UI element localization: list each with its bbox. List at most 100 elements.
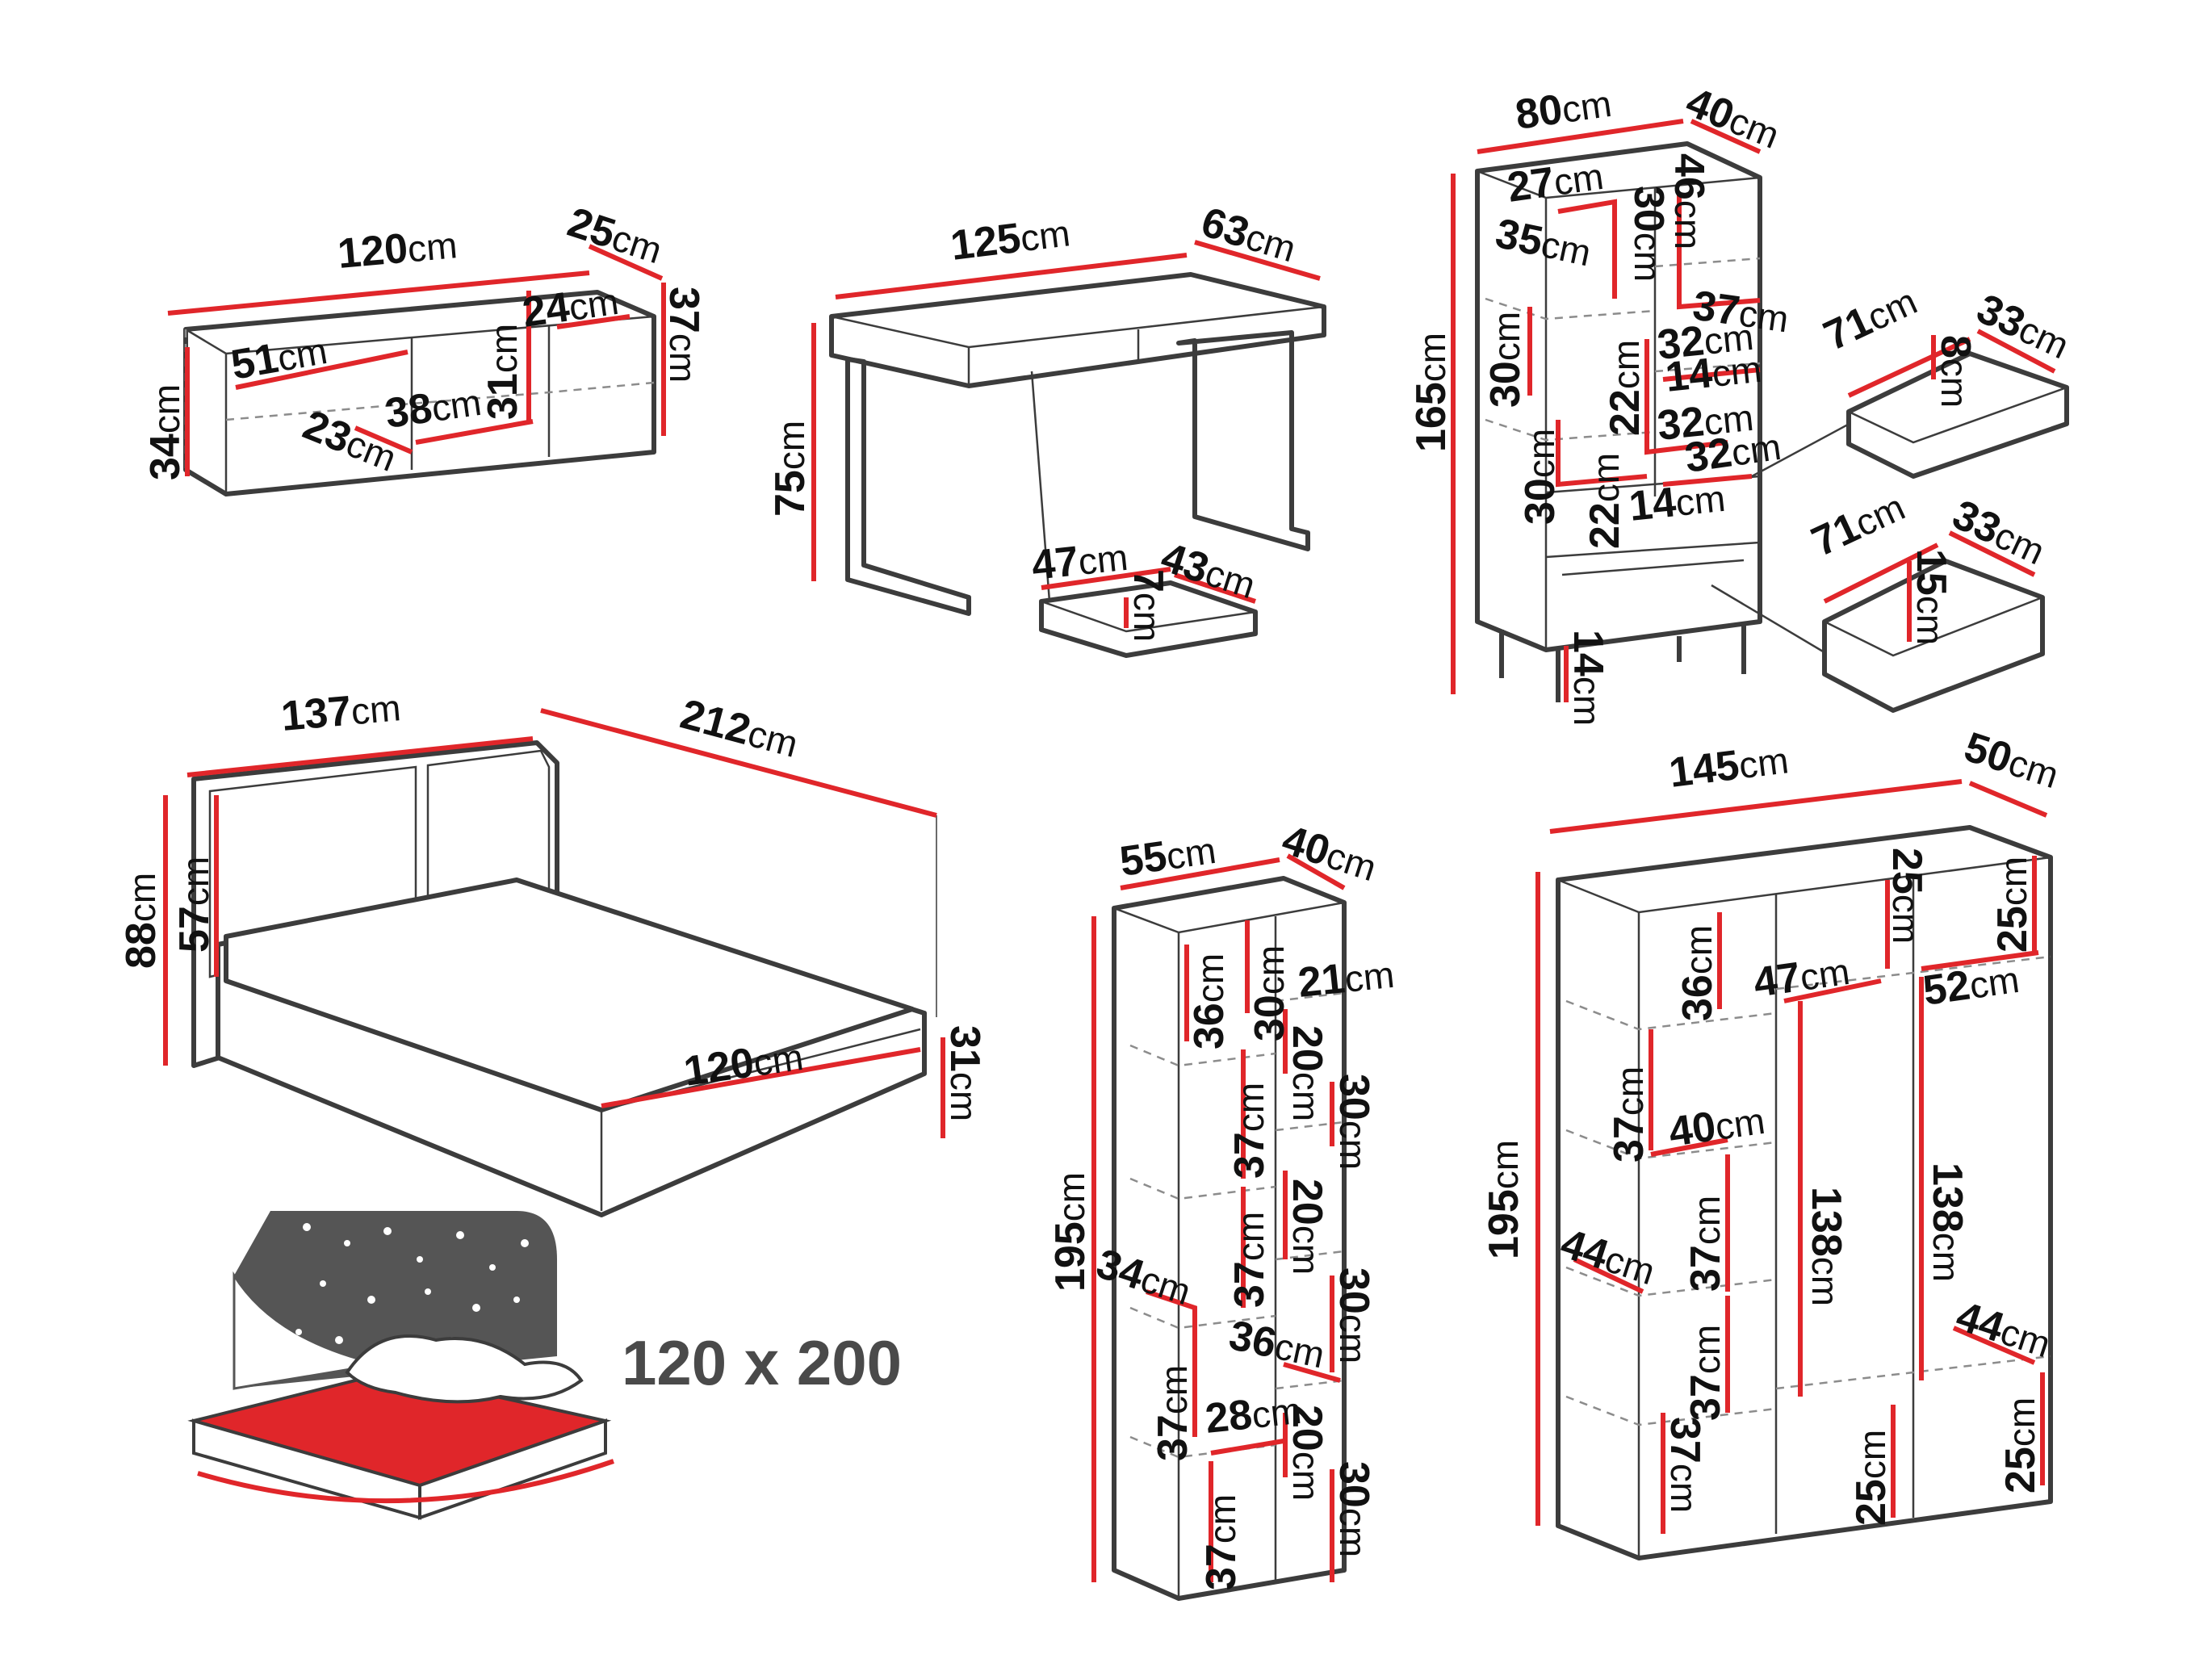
dimension-unit: cm <box>1663 1464 1705 1513</box>
dimension-label-shelf-labels-12: 37cm <box>1150 1365 1196 1461</box>
bed-size-icon: 120 x 200 <box>187 1211 902 1520</box>
dimension-label-bookcase-leg_height: 14cm <box>1565 630 1611 726</box>
dimension-value: 145 <box>1666 742 1741 797</box>
dimension-label-wardrobe-labels-6: 40cm <box>1666 1096 1768 1156</box>
dimension-value: 36 <box>1186 1003 1233 1049</box>
dimension-label-bookcase-labels-11: 32cm <box>1682 422 1784 482</box>
dimension-value: 36 <box>1674 974 1721 1021</box>
dimension-unit: cm <box>1332 1508 1374 1557</box>
dimension-unit: cm <box>1551 155 1606 203</box>
dimension-value: 30 <box>1517 478 1564 525</box>
dimension-label-cabinet-depth: 25cm <box>562 199 668 273</box>
dimension-value: 30 <box>1330 1074 1377 1121</box>
dimension-unit: cm <box>1230 1212 1271 1261</box>
dimension-label-bookcase-labels-8: 14cm <box>1663 345 1764 401</box>
bookcase-compartment-1 <box>1557 199 1617 299</box>
dimension-value: 37 <box>660 287 707 333</box>
dimension-label-bookcase-labels-7: 22cm <box>1602 340 1649 436</box>
dimension-unit: cm <box>1520 429 1562 478</box>
dimension-label-wardrobe-labels-12: 37cm <box>1682 1325 1729 1421</box>
dimension-unit: cm <box>350 686 403 732</box>
dimension-label-desk-width: 125cm <box>948 208 1072 270</box>
dimension-value: 36 <box>1225 1312 1281 1368</box>
dimension-label-shelf-labels-7: 37cm <box>1226 1212 1273 1308</box>
dimension-label-bed-headboard_height: 88cm <box>118 873 165 969</box>
bookcase-drawer-large <box>1822 559 2045 713</box>
dimension-label-bed-mattress_width: 120cm <box>681 1033 806 1095</box>
bed-width-line <box>186 736 534 777</box>
wardrobe-drawing <box>1535 779 2053 1560</box>
bookcase-pointer-1 <box>1751 418 1858 478</box>
cabinet-width-line <box>167 270 590 316</box>
dimension-label-bookcase-labels-12: 22cm <box>1581 453 1628 549</box>
dimension-label-wardrobe-labels-8: 138cm <box>1924 1162 1971 1282</box>
dimension-value: 21 <box>1296 955 1347 1007</box>
dimension-label-bookcase-labels-5: 30cm <box>1482 312 1529 408</box>
dimension-label-cabinet-height_left: 34cm <box>142 384 189 480</box>
dimension-unit: cm <box>1538 223 1595 274</box>
cabinet-drawing <box>167 244 666 496</box>
wardrobe-compartment-12 <box>1952 1326 2036 1365</box>
wardrobe-compartment-4 <box>1783 978 1882 1003</box>
dimension-unit: cm <box>1797 950 1852 999</box>
bed-mattress-top <box>224 878 915 1112</box>
bookcase-compartment-6 <box>1662 367 1761 382</box>
dimension-label-shelf-labels-4: 37cm <box>1226 1083 1273 1179</box>
dimension-unit: cm <box>1230 1083 1271 1132</box>
dimension-label-wardrobe-height: 195cm <box>1481 1140 1527 1259</box>
dimension-unit: cm <box>1018 212 1072 259</box>
dimension-label-shelf-labels-5: 30cm <box>1330 1074 1377 1170</box>
dimension-value: 20 <box>1284 1405 1330 1451</box>
dimension-value: 125 <box>948 215 1023 270</box>
dimension-label-bookcase-labels-1: 35cm <box>1492 210 1596 276</box>
shelf-compartment-11 <box>1210 1439 1284 1456</box>
dimension-unit: cm <box>1250 1389 1303 1436</box>
dimension-value: 31 <box>941 1025 988 1072</box>
desk-drawer-pointer <box>1030 371 1051 602</box>
dimension-unit: cm <box>1050 1172 1092 1221</box>
wardrobe-compartment-7 <box>1650 1137 1728 1157</box>
dimension-label-wardrobe-labels-1: 25cm <box>1883 848 1930 944</box>
dimension-unit: cm <box>274 329 330 379</box>
dimension-label-wardrobe-labels-0: 36cm <box>1674 925 1721 1021</box>
dimension-unit: cm <box>1967 958 2021 1007</box>
bookcase-depth-line <box>1690 119 1762 154</box>
dimension-value: 165 <box>1408 382 1455 452</box>
dimension-unit: cm <box>1712 1100 1767 1148</box>
dimension-value: 37 <box>1606 1116 1653 1162</box>
dimension-unit: cm <box>1627 232 1669 282</box>
dimension-unit: cm <box>1909 596 1951 645</box>
dimension-label-cabinet-inner_height: 31cm <box>480 324 526 420</box>
dimension-unit: cm <box>174 857 216 906</box>
wardrobe-depth-line <box>1968 781 2048 818</box>
dimension-unit: cm <box>566 280 621 329</box>
dimension-unit: cm <box>1332 1121 1374 1170</box>
dimension-label-wardrobe-labels-3: 47cm <box>1751 947 1853 1007</box>
dimension-value: 138 <box>1924 1162 1971 1233</box>
bookcase-compartment-3 <box>1644 339 1728 455</box>
dimension-label-shelf-labels-6: 20cm <box>1284 1179 1330 1275</box>
dimension-value: 30 <box>1246 995 1293 1041</box>
cabinet-inner-depth-line <box>354 425 413 454</box>
dimension-label-desk-depth: 63cm <box>1196 199 1301 271</box>
dimension-unit: cm <box>1566 677 1608 726</box>
dimension-value: 37 <box>1661 1417 1708 1464</box>
dimension-unit: cm <box>1667 200 1709 249</box>
dimension-label-shelf-labels-10: 36cm <box>1225 1312 1330 1378</box>
dimension-unit: cm <box>1411 333 1453 382</box>
dimension-unit: cm <box>1585 453 1627 502</box>
dimension-label-bookcase-labels-9: 32cm <box>1655 393 1756 450</box>
dimension-unit: cm <box>1189 953 1231 1003</box>
dimension-unit: cm <box>145 384 187 434</box>
drawer-large-width-line <box>1823 542 1939 604</box>
wardrobe-body <box>1556 825 2053 1560</box>
dimension-label-bookcase-labels-0: 27cm <box>1505 152 1607 212</box>
dimension-value: 35 <box>1492 210 1548 266</box>
bed-drawing <box>163 708 945 1217</box>
desk-width-line <box>835 253 1188 300</box>
dimension-value: 88 <box>118 922 165 969</box>
dimension-label-bookcase-drawer_small-width: 71cm <box>1817 277 1925 360</box>
dimension-value: 14 <box>1627 479 1678 530</box>
shelf-width-line <box>1120 857 1280 890</box>
